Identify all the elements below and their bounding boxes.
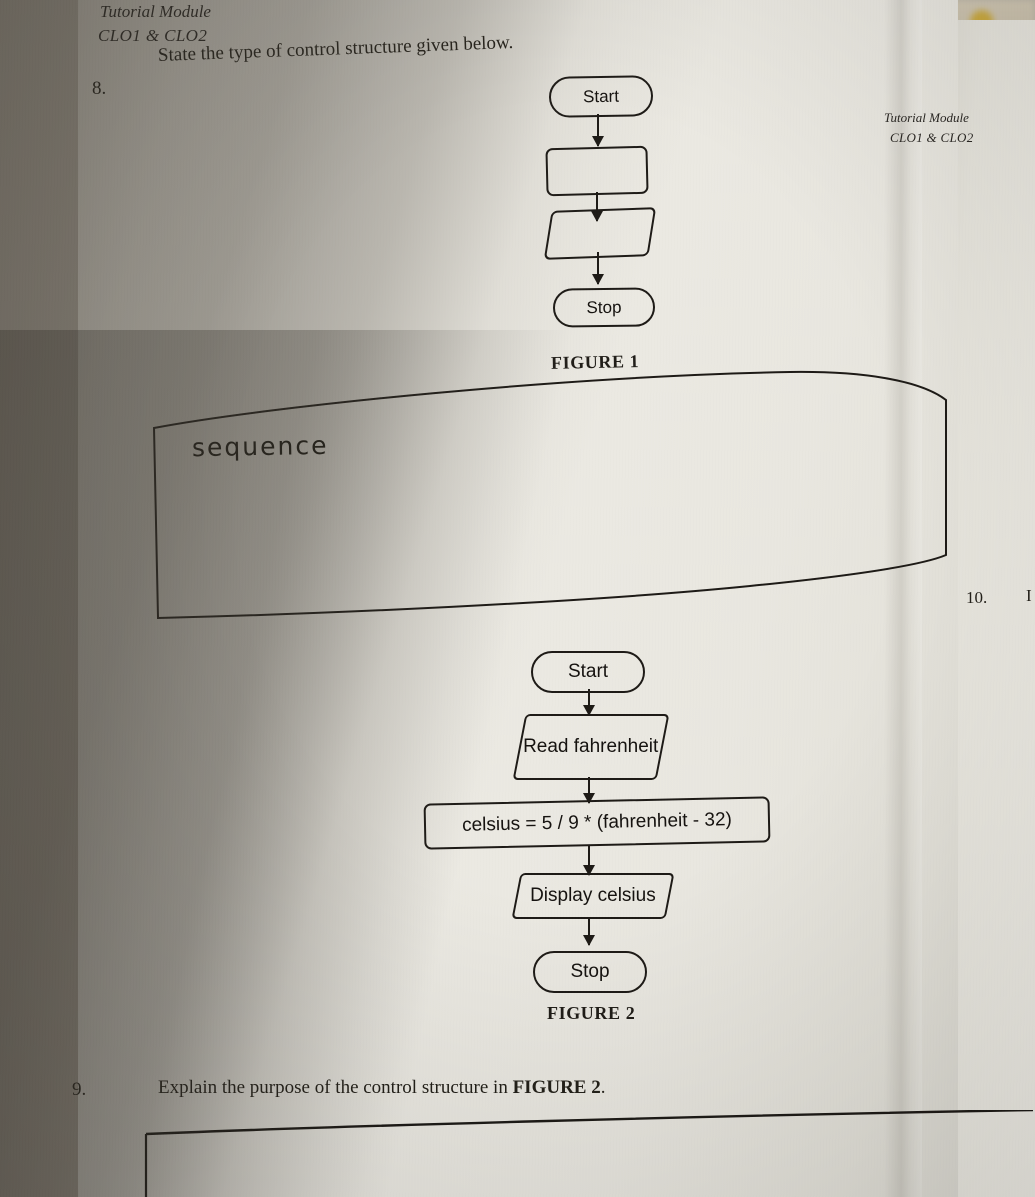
- figure2-arrow-3: [583, 845, 595, 876]
- question-9-text-bold: FIGURE 2: [512, 1077, 601, 1098]
- question-9-text-after: .: [600, 1077, 606, 1098]
- figure1-arrow-1: [592, 114, 604, 147]
- question-10-edge-fragment: I: [1026, 586, 1032, 605]
- figure2-node-read: Read fahrenheit: [512, 714, 670, 780]
- answer-box-question-8[interactable]: [150, 370, 950, 620]
- header-right-line2: CLO1 & CLO2: [890, 130, 974, 145]
- figure2-read-labels: Read fahrenheit: [523, 736, 658, 757]
- figure2-stop-label: Stop: [570, 961, 610, 983]
- figure2-read-line1: Read: [523, 736, 569, 758]
- figure2-arrow-4: [583, 919, 595, 946]
- question-8-number: 8.: [92, 78, 107, 99]
- figure2-arrow-2: [583, 777, 595, 804]
- question-9-text: Explain the purpose of the control struc…: [158, 1077, 605, 1099]
- figure1-node-io: [543, 207, 657, 260]
- header-left-line2: CLO1 & CLO2: [98, 26, 208, 45]
- question-10-number: 10.: [966, 588, 988, 607]
- figure2-node-display: Display celsius: [511, 873, 675, 919]
- figure1-stop-label: Stop: [586, 297, 622, 318]
- figure1-start-label: Start: [582, 86, 620, 107]
- figure2-formula-label: celsius = 5 / 9 * (fahrenheit - 32): [461, 809, 733, 837]
- figure2-arrow-1: [583, 689, 595, 716]
- question-9-text-before: Explain the purpose of the control struc…: [158, 1077, 513, 1098]
- header-left-line1: Tutorial Module: [100, 2, 211, 21]
- page-gutter-curl: [884, 0, 922, 1197]
- figure2-node-stop: Stop: [533, 951, 647, 993]
- figure2-read-line2: fahrenheit: [574, 736, 659, 758]
- figure-2-caption: FIGURE 2: [547, 1003, 636, 1023]
- figure2-start-label: Start: [567, 661, 609, 683]
- figure1-node-stop: Stop: [552, 287, 656, 328]
- figure1-node-start: Start: [548, 75, 654, 118]
- figure2-node-start: Start: [531, 651, 645, 693]
- figure2-display-label: Display celsius: [530, 885, 656, 907]
- worksheet-page: [78, 0, 958, 1197]
- answer-box-question-9[interactable]: [140, 1110, 1035, 1197]
- handwritten-answer-question-8: sequence: [191, 430, 329, 463]
- question-9-number: 9.: [72, 1079, 87, 1100]
- figure1-arrow-2: [591, 192, 603, 222]
- figure2-node-formula: celsius = 5 / 9 * (fahrenheit - 32): [423, 796, 771, 850]
- header-right-line1: Tutorial Module: [884, 110, 969, 125]
- figure1-arrow-3: [592, 252, 604, 285]
- figure1-node-process: [545, 145, 649, 197]
